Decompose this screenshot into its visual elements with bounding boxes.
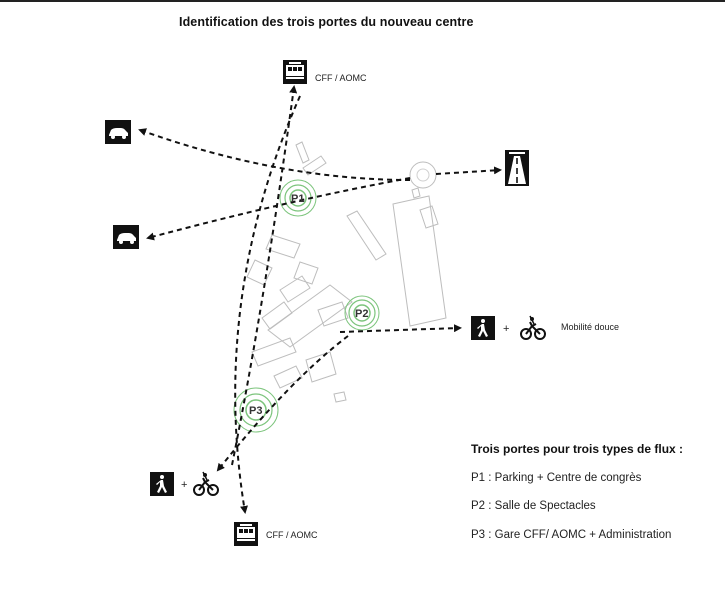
building-outlines: [246, 141, 447, 403]
train-icon: [234, 522, 258, 546]
building-large: [392, 195, 447, 327]
legend-item-p1: P1 : Parking + Centre de congrès: [471, 472, 642, 484]
flow-train-top: [231, 85, 298, 466]
legend-item-p3: P3 : Gare CFF/ AOMC + Administration: [471, 529, 672, 541]
building: [267, 284, 353, 348]
building: [411, 187, 421, 199]
legend-title: Trois portes pour trois types de flux :: [471, 442, 684, 456]
highway-icon: [505, 150, 529, 186]
building: [295, 141, 310, 164]
building: [333, 391, 347, 403]
car-icon: [113, 225, 139, 249]
plus-sign-left: +: [181, 479, 188, 491]
gate-label-p1: P1: [291, 193, 304, 205]
gate-ring-p2-inner: [353, 304, 371, 322]
legend-item-p2: P2 : Salle de Spectacles: [471, 500, 596, 512]
flow-car-bottom: [146, 177, 411, 241]
building: [251, 337, 297, 367]
label-mobilite-douce: Mobilité douce: [561, 322, 620, 332]
building: [419, 205, 439, 229]
car-icon: [105, 120, 131, 144]
building: [279, 275, 311, 303]
flow-lines: [138, 85, 502, 514]
building: [346, 210, 387, 261]
roundabout: [409, 161, 437, 189]
building: [317, 301, 349, 327]
pedestrian-icon: [471, 316, 495, 340]
gate-rings: [233, 179, 380, 433]
building: [305, 351, 337, 383]
flow-train-bottom: [234, 95, 301, 514]
gate-label-p3: P3: [249, 405, 262, 417]
plus-sign-right: +: [503, 323, 510, 335]
gate-ring-p1-inner: [289, 189, 307, 207]
flow-soft-right: [339, 324, 462, 333]
pedestrian-icon: [150, 472, 174, 496]
bicycle-icon: [193, 471, 219, 496]
building: [273, 365, 303, 389]
flow-soft-left: [216, 335, 349, 472]
label-cff-top: CFF / AOMC: [315, 73, 367, 83]
top-border: [0, 0, 725, 2]
bicycle-icon: [520, 315, 546, 340]
building: [293, 261, 319, 285]
label-cff-bottom: CFF / AOMC: [266, 530, 318, 540]
building: [302, 155, 327, 176]
building: [265, 234, 301, 259]
building: [246, 259, 273, 286]
gate-label-p2: P2: [355, 308, 368, 320]
gate-ring-p3-inner: [245, 399, 267, 421]
diagram-title: Identification des trois portes du nouve…: [179, 15, 474, 29]
flow-highway: [435, 166, 502, 175]
train-icon: [283, 60, 307, 84]
flow-car-top: [138, 128, 411, 181]
